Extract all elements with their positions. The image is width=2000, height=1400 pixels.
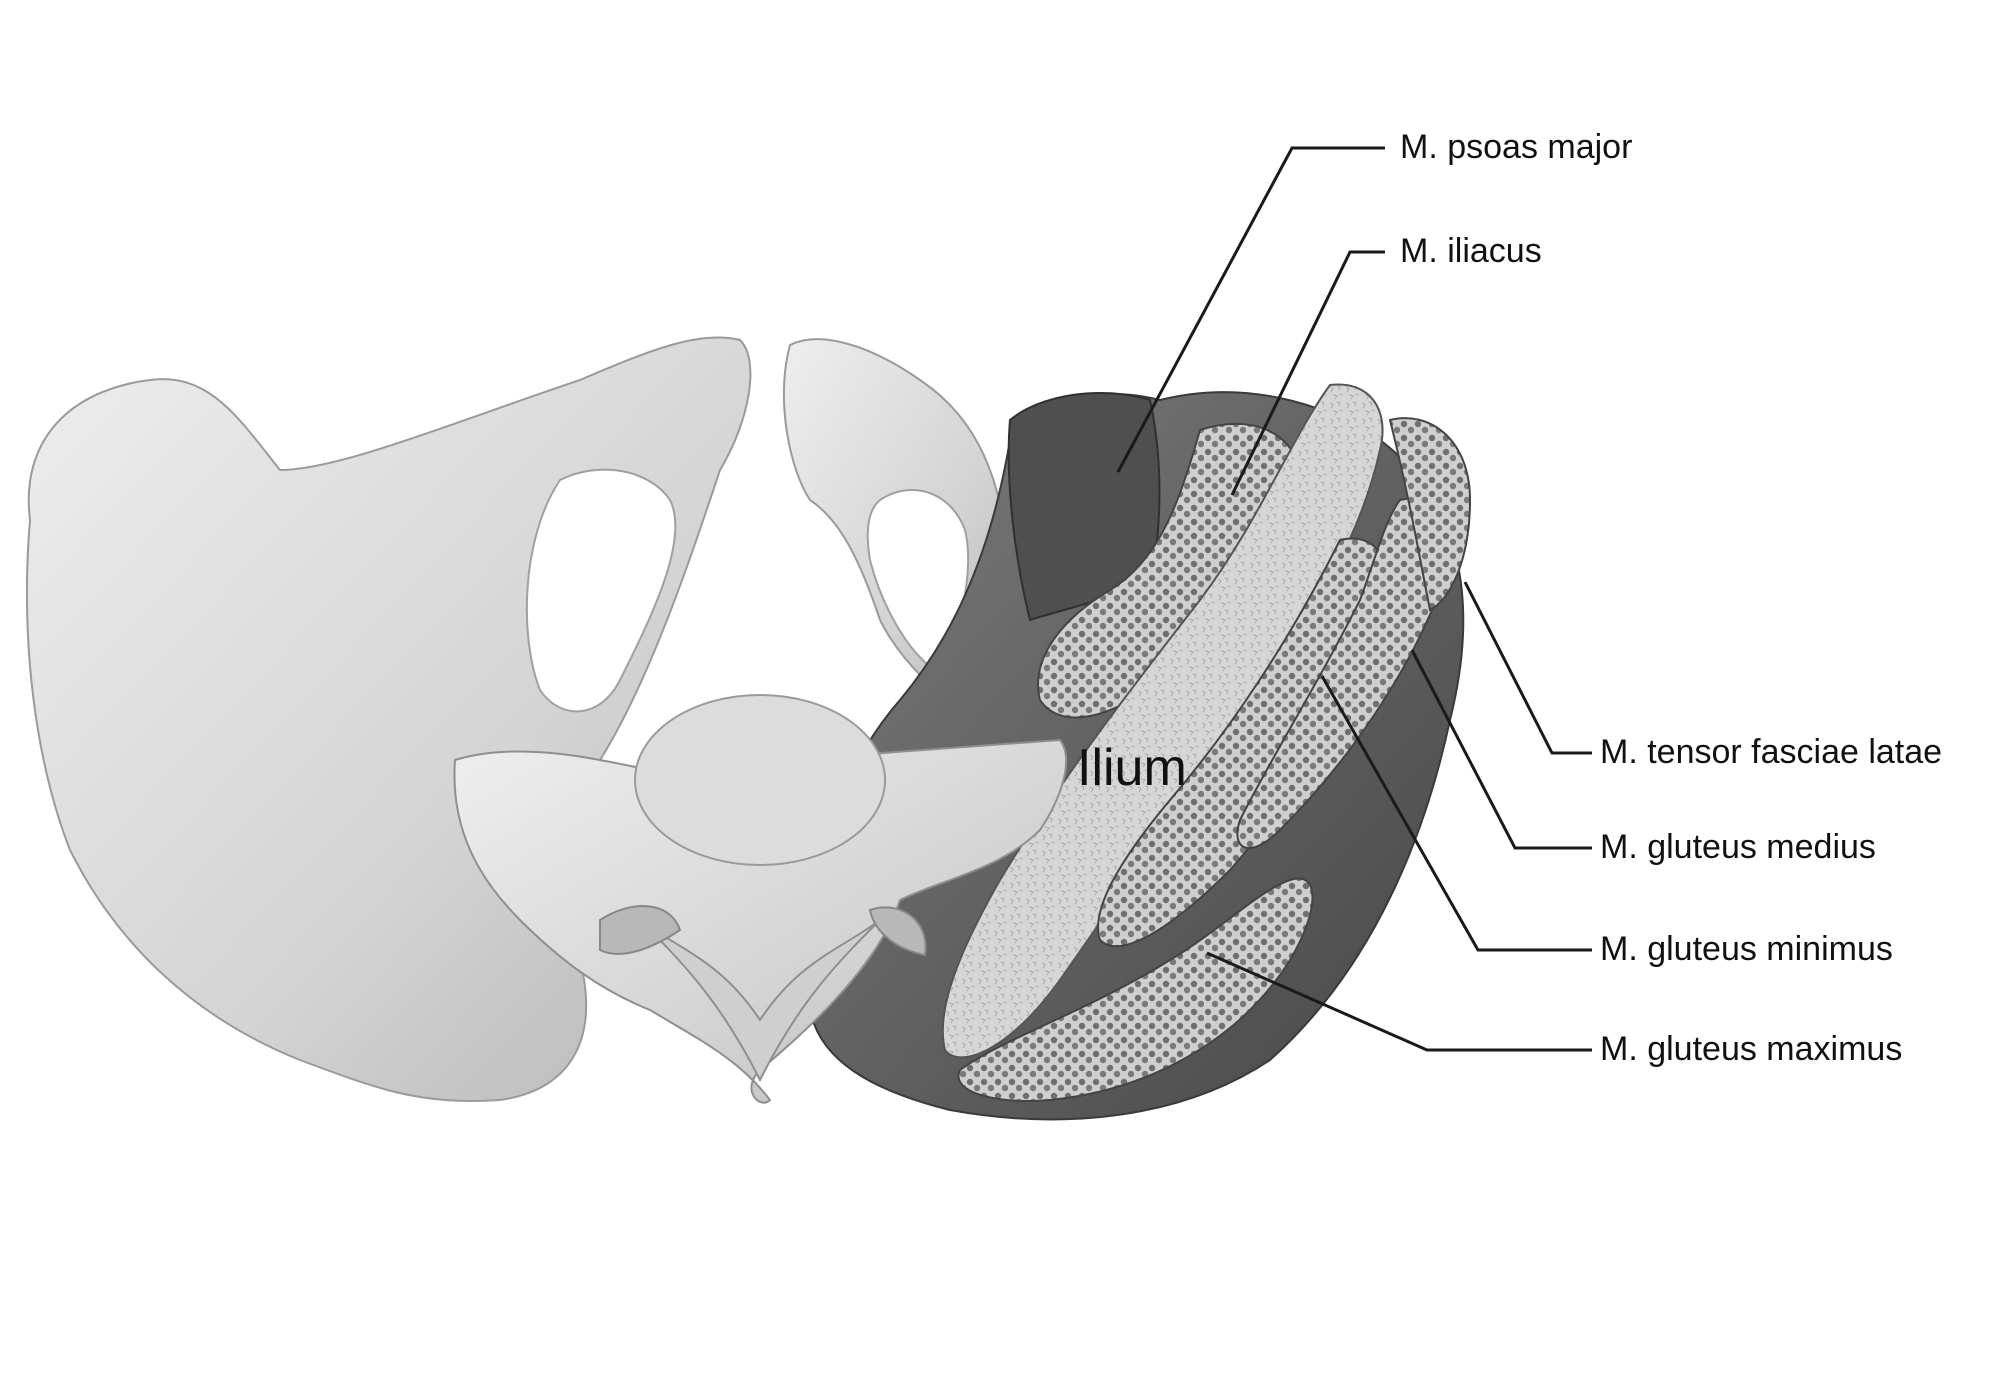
left-articular-process bbox=[599, 905, 682, 955]
ilium-label: Ilium bbox=[1077, 739, 1187, 797]
label-psoas-major: M. psoas major bbox=[1400, 128, 1633, 166]
sacral-ala bbox=[453, 738, 1068, 1104]
label-gluteus-maximus: M. gluteus maximus bbox=[1600, 1030, 1903, 1068]
spinous-process bbox=[639, 919, 881, 1083]
leader-gluteus-maximus bbox=[1206, 951, 1592, 1052]
right-articular-process bbox=[868, 906, 927, 957]
leader-iliacus bbox=[1230, 250, 1385, 496]
label-gluteus-medius: M. gluteus medius bbox=[1600, 828, 1876, 866]
tensor-fasciae-latae-section bbox=[1388, 417, 1472, 612]
label-tensor-fasciae-latae: M. tensor fasciae latae bbox=[1600, 733, 1943, 771]
gluteus-maximus-section bbox=[957, 877, 1314, 1102]
vertebral-body bbox=[634, 694, 886, 866]
left-obturator-foramen bbox=[525, 468, 677, 713]
label-gluteus-minimus: M. gluteus minimus bbox=[1600, 930, 1893, 968]
leader-gluteus-minimus bbox=[1320, 675, 1592, 952]
leader-psoas-major bbox=[1116, 146, 1385, 473]
leader-gluteus-medius bbox=[1410, 649, 1592, 850]
leader-tensor-fasciae-latae bbox=[1463, 581, 1592, 755]
label-iliacus: M. iliacus bbox=[1400, 232, 1542, 270]
